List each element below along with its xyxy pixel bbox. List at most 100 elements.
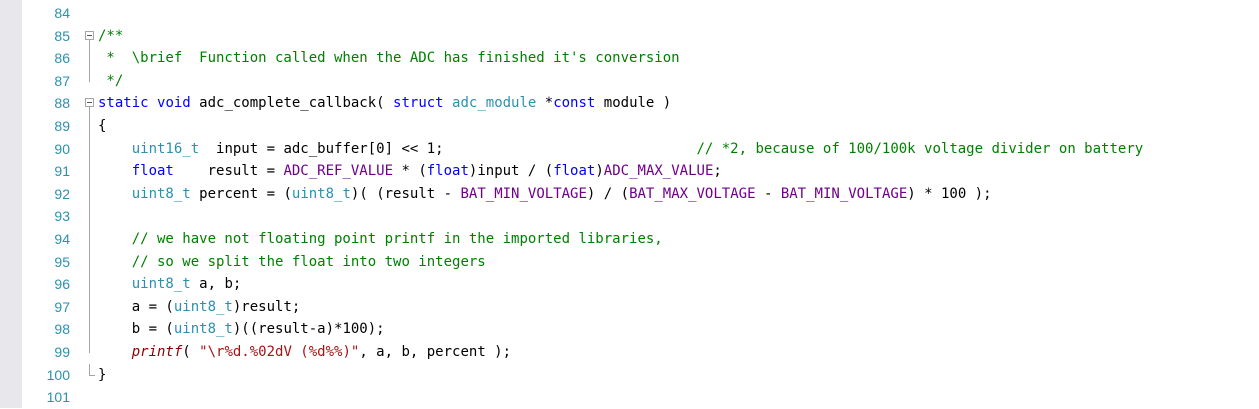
code-token: void [157,95,191,112]
fold-end-marker [89,363,95,376]
code-token: // *2, because of 100/100k voltage divid… [696,140,1144,157]
code-line[interactable]: 87 */ [0,70,1259,93]
code-text: a = (uint8_t)result; [98,296,301,319]
code-line[interactable]: 97 a = (uint8_t)result; [0,296,1259,319]
code-line[interactable]: 91 float result = ADC_REF_VALUE * (float… [0,160,1259,183]
code-line[interactable]: 93 [0,205,1259,228]
code-token: const [553,95,596,112]
code-token: uint8_t [131,185,191,202]
code-text: uint16_t input = adc_buffer[0] << 1; // … [98,138,1143,161]
code-token: )result; [232,298,301,315]
line-number: 89 [54,117,70,134]
code-text: */ [98,70,123,93]
code-text: uint8_t percent = (uint8_t)( (result - B… [98,183,992,206]
code-token: float [553,163,596,180]
code-token: "\r%d.%02dV (%d%%)" [199,343,360,360]
editor-margin [0,0,22,408]
line-number: 98 [54,321,70,338]
code-token: result = [173,163,284,180]
code-token: BAT_MAX_VOLTAGE [629,185,756,202]
code-line[interactable]: 98 b = (uint8_t)((result-a)*100); [0,318,1259,341]
code-line[interactable]: 101 [0,386,1259,409]
fold-guide-line [89,40,90,82]
code-token: a = ( [98,298,174,315]
code-token: * [536,95,554,112]
code-token [98,141,132,157]
code-token [98,254,132,270]
code-text: } [98,364,106,387]
line-number: 95 [54,253,70,270]
code-token: ; [713,163,722,180]
code-token: )((result-a)*100); [232,321,385,338]
code-token [98,231,132,247]
line-number: 96 [54,276,70,293]
code-text: uint8_t a, b; [98,273,242,296]
collapse-toggle-icon[interactable] [85,30,94,40]
line-number: 100 [46,366,70,383]
code-line[interactable]: 90 uint16_t input = adc_buffer[0] << 1; … [0,138,1259,161]
code-line[interactable]: 89 { [0,115,1259,138]
code-text: * \brief Function called when the ADC ha… [98,47,679,70]
code-text: // so we split the float into two intege… [98,251,486,274]
code-line[interactable]: 88 static void adc_complete_callback( str… [0,92,1259,115]
line-number: 101 [46,389,70,406]
code-line[interactable]: 99 printf( "\r%d.%02dV (%d%%)", a, b, pe… [0,341,1259,364]
code-line[interactable]: 94 // we have not floating point printf … [0,228,1259,251]
code-token: printf [131,343,183,360]
code-token: uint8_t [173,298,233,315]
collapse-toggle-icon[interactable] [85,98,94,108]
code-token: */ [98,72,124,89]
code-token: percent = ( [190,185,292,202]
code-token: uint8_t [131,276,191,293]
code-text: float result = ADC_REF_VALUE * (float)in… [98,160,722,183]
code-line[interactable]: 96 uint8_t a, b; [0,273,1259,296]
code-token: )input / ( [468,163,554,180]
code-token: )( (result - [350,185,461,202]
code-token: uint8_t [291,185,351,202]
line-number: 97 [54,298,70,315]
line-number: 88 [54,95,70,112]
code-line[interactable]: 92 uint8_t percent = (uint8_t)( (result … [0,183,1259,206]
code-token [98,163,132,179]
code-token [98,344,132,360]
code-token: adc_module [452,95,537,112]
code-token: adc_complete_callback( [190,95,394,112]
code-token: float [131,163,174,180]
code-line[interactable]: 95 // so we split the float into two int… [0,251,1259,274]
code-text: // we have not floating point printf in … [98,228,663,251]
line-number: 99 [54,343,70,360]
code-text: static void adc_complete_callback( struc… [98,92,671,115]
code-token: input = adc_buffer[0] << 1; [199,140,697,157]
code-line[interactable]: 84 [0,2,1259,25]
code-line[interactable]: 86 * \brief Function called when the ADC… [0,47,1259,70]
code-text: printf( "\r%d.%02dV (%d%%)", a, b, perce… [98,341,511,364]
code-token: ( [182,343,200,360]
line-number: 94 [54,230,70,247]
fold-guide-line [89,107,90,353]
code-token: b = ( [98,321,174,338]
code-token [98,276,132,292]
code-token: a, b; [190,276,242,293]
code-text: { [98,115,106,138]
code-token: // we have not floating point printf in … [131,230,663,247]
code-line[interactable]: 100} [0,363,1259,387]
code-token: BAT_MIN_VOLTAGE [780,185,908,202]
code-token: uint8_t [173,321,233,338]
code-token: ADC_REF_VALUE [283,163,394,180]
code-token: float [426,163,469,180]
code-line[interactable]: 85/** [0,25,1259,48]
code-token: module ) [595,95,672,112]
code-token: ) / ( [586,185,630,202]
line-number: 84 [54,5,70,21]
code-token: ADC_MAX_VALUE [603,163,714,180]
code-token: struct [393,95,444,112]
line-number: 92 [54,185,70,202]
code-text: /** [98,25,123,48]
code-token: { [98,117,107,134]
code-token: ) * 100 ); [907,185,992,202]
code-token: , a, b, percent ); [359,343,512,360]
code-token: BAT_MIN_VOLTAGE [460,185,587,202]
line-number: 93 [54,208,70,225]
